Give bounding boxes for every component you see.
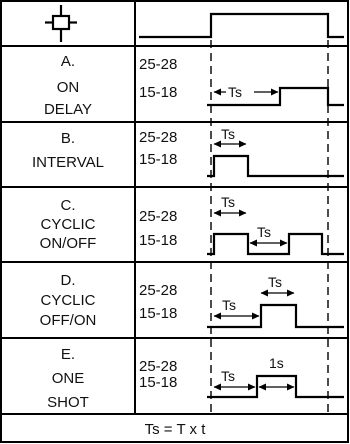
pin-high-label: 25-28 [139,358,177,375]
pin-high-label: 25-28 [139,282,177,299]
pin-low-label: 15-18 [139,151,177,168]
pin-high-label: 25-28 [139,208,177,225]
mode-name-line: CYCLIC [40,216,95,233]
mode-letter: D. [61,272,76,289]
pin-low-label: 15-18 [139,84,177,101]
mode-name-line: ONE [52,370,85,387]
output-waveform [207,232,344,256]
pin-high-label: 25-28 [139,56,177,73]
mode-letter: C. [61,197,76,214]
mode-letter: E. [61,346,75,363]
mode-letter: B. [61,130,75,147]
timing-label: 1s [269,355,284,371]
pin-high-label: 25-28 [139,129,177,146]
output-waveform [207,86,344,107]
supply-waveform [139,12,344,39]
mode-name-line: SHOT [47,394,89,411]
pin-low-label: 15-18 [139,305,177,322]
timing-label: Ts [221,368,235,384]
timing-label: Ts [268,274,282,290]
timing-label: Ts [221,194,235,210]
timing-label: Ts [228,84,242,100]
output-waveform [207,374,344,399]
formula: Ts = T x t [145,421,207,438]
timing-label: Ts [221,126,235,142]
mode-letter: A. [61,53,75,70]
output-waveform [207,154,344,178]
arrow-label-bg [226,84,254,100]
mode-name-line: ON [57,79,80,96]
timing-label: Ts [222,297,236,313]
mode-name-line: ON/OFF [40,235,97,252]
pin-low-label: 15-18 [139,232,177,249]
timing-label: Ts [257,224,271,240]
pin-low-label: 15-18 [139,374,177,391]
mode-name-line: CYCLIC [40,292,95,309]
relay-coil-icon [45,5,77,42]
mode-name-line: DELAY [44,101,92,118]
output-waveform [207,303,344,329]
mode-name-line: INTERVAL [32,154,104,171]
mode-name-line: OFF/ON [40,312,97,329]
